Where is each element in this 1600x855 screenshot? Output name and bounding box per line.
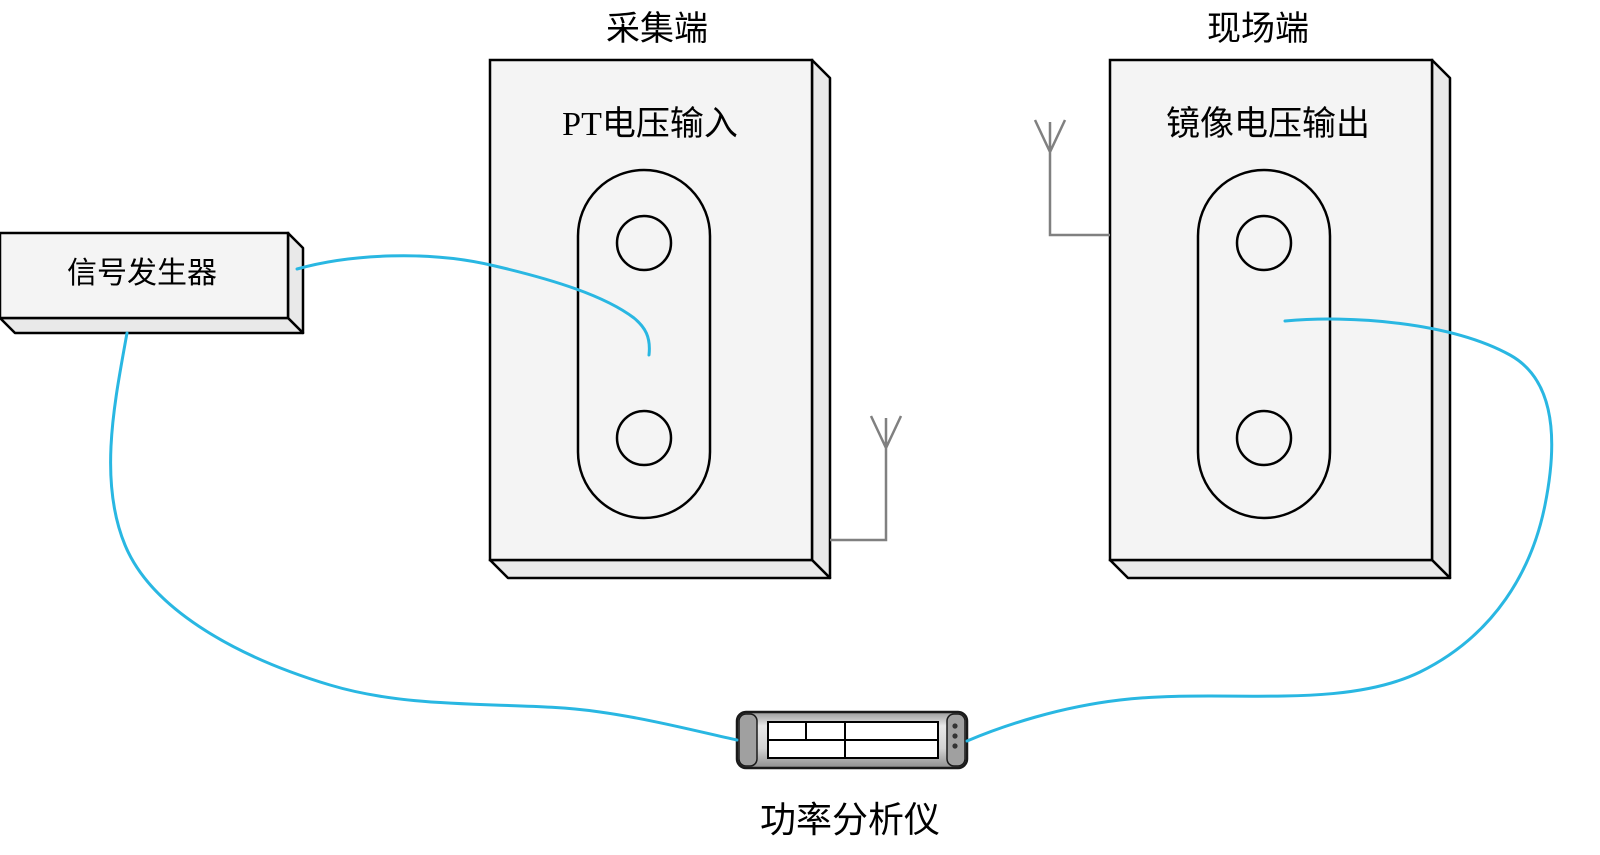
field-antenna-icon xyxy=(1033,119,1110,237)
field-outlet-hole-bottom xyxy=(1235,409,1293,467)
collection-device-bottom-face xyxy=(488,558,832,580)
collection-outlet-hole-bottom xyxy=(615,409,673,467)
collection-terminal-device: PT电压输入 xyxy=(488,58,832,580)
power-analyzer-right-cap xyxy=(946,713,966,767)
mirror-voltage-output-label: 镜像电压输出 xyxy=(1166,105,1370,143)
signal-generator: 信号发生器 xyxy=(0,231,305,335)
field-terminal-device: 镜像电压输出 xyxy=(1108,58,1452,580)
signal-generator-label: 信号发生器 xyxy=(67,257,217,290)
vent-dot xyxy=(952,733,958,739)
power-analyzer-left-cap xyxy=(738,713,758,767)
cable-field-output-to-power-analyzer xyxy=(965,317,1554,743)
collection-outlet-socket xyxy=(576,168,712,520)
signal-generator-front xyxy=(0,231,290,320)
vent-dot xyxy=(952,723,958,729)
collection-side-label: 采集端 xyxy=(606,10,708,48)
pt-voltage-input-label: PT电压输入 xyxy=(562,105,738,143)
power-analyzer xyxy=(735,710,969,770)
field-device-bottom-face xyxy=(1108,558,1452,580)
vent-dot xyxy=(952,743,958,749)
collection-outlet-hole-top xyxy=(615,214,673,272)
field-antenna-shape xyxy=(1033,119,1110,237)
collection-antenna-icon xyxy=(830,415,903,542)
field-outlet-socket xyxy=(1196,168,1332,520)
collection-antenna-shape xyxy=(830,415,903,542)
field-device-right-face xyxy=(1430,58,1452,580)
field-outlet-hole-top xyxy=(1235,214,1293,272)
signal-generator-right-face xyxy=(286,231,305,335)
cable-signal-generator-to-collection-input xyxy=(295,254,651,357)
signal-generator-bottom-face xyxy=(0,316,305,335)
power-analyzer-label: 功率分析仪 xyxy=(760,800,940,840)
field-side-label: 现场端 xyxy=(1207,11,1309,48)
cable-signal-generator-to-power-analyzer xyxy=(109,331,739,742)
collection-device-right-face xyxy=(810,58,832,580)
